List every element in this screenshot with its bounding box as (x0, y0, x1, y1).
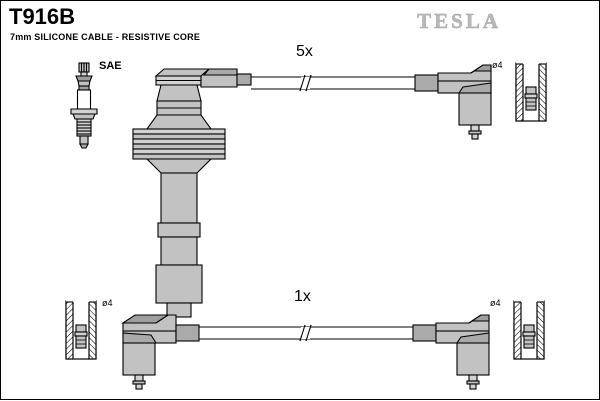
diameter-label-bottom-right: ø4 (490, 298, 501, 308)
right-angle-connector-top-right (414, 64, 492, 140)
quantity-label-top: 5x (296, 43, 313, 60)
right-angle-connector-bottom-right (412, 314, 490, 390)
terminal-detail-bottom-left (65, 300, 97, 360)
diameter-label-top-right: ø4 (492, 60, 503, 70)
terminal-detail-top-right (515, 62, 547, 122)
sae-label: SAE (99, 60, 122, 72)
diameter-label-bottom-left: ø4 (102, 298, 113, 308)
quantity-label-bottom: 1x (294, 288, 311, 305)
brand-logo-tesla: TESLA (417, 9, 501, 33)
ignition-cable-top (251, 74, 426, 92)
terminal-detail-bottom-right (513, 300, 545, 360)
ignition-cable-bottom (199, 324, 413, 342)
right-angle-connector-bottom-left (121, 314, 200, 390)
page-title: T916B (9, 4, 76, 29)
spark-plug-icon (70, 62, 98, 149)
spark-plug-boot-ribbed (132, 68, 252, 318)
page-subtitle: 7mm SILICONE CABLE - RESISTIVE CORE (10, 32, 201, 42)
